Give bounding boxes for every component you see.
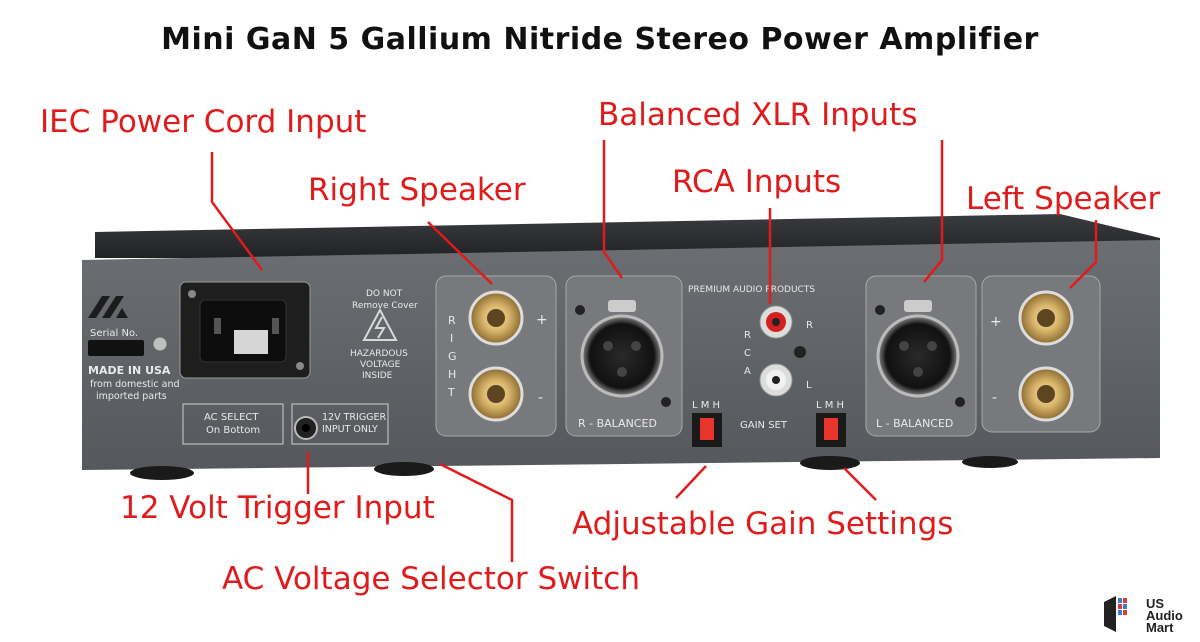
right-minus: - [538,390,543,406]
rca-letter: C [744,348,751,359]
on-bottom-label: On Bottom [206,425,260,436]
us-audio-mart-logo-icon [1104,596,1127,632]
rca-letter: R [744,330,751,341]
hazard-label-1: HAZARDOUS [350,349,408,359]
callout-right-speaker: Right Speaker [308,172,526,208]
chassis-foot [800,456,860,470]
right-letter: R [448,314,456,327]
right-letter: H [448,368,456,381]
rca-l-label: L [806,380,812,391]
right-plus: + [536,312,548,328]
hazard-warning-icon [362,307,398,341]
chassis-foot [962,456,1018,468]
hazard-label-3: INSIDE [362,371,393,381]
serial-plate [88,340,144,356]
premium-audio-label: PREMIUM AUDIO PRODUCTS [688,285,815,295]
right-letter: G [448,350,457,363]
rca-r-label: R [806,320,813,331]
leader-xlr-left [923,140,944,283]
leader-gain-left [843,467,877,501]
callout-rca-inputs: RCA Inputs [672,164,842,200]
leader-left-speaker [1069,220,1098,289]
hazard-label-2: VOLTAGE [360,360,401,370]
right-letter: T [447,386,455,399]
domestic-parts-label-2: imported parts [96,391,167,402]
ac-select-box [182,403,284,445]
lmh-label-left: L M H [816,400,844,411]
trigger-label-1: 12V TRIGGER [322,412,387,423]
l-balanced-label: L - BALANCED [876,417,953,430]
serial-label: Serial No. [90,328,138,339]
chassis-foot [130,466,194,480]
leader-ac-selector [439,462,514,562]
rca-letter: A [744,366,751,377]
chassis-foot [374,462,434,476]
do-not-label: DO NOT [366,289,403,299]
r-xlr-connector [580,314,664,398]
brand-logo [88,296,128,318]
page-title: Mini GaN 5 Gallium Nitride Stereo Power … [161,22,1039,57]
left-plus: + [990,314,1002,330]
domestic-parts-label-1: from domestic and [90,379,180,390]
made-in-usa-label: MADE IN USA [88,364,171,377]
right-letter: I [450,332,453,345]
lmh-label-right: L M H [692,400,720,411]
remove-cover-label: Remove Cover [352,301,418,311]
watermark-line1: US [1146,596,1165,611]
watermark-line2: Audio [1146,608,1183,623]
right-speaker-panel [435,275,557,437]
callout-trigger-input: 12 Volt Trigger Input [120,490,435,526]
watermark-text: US Audio Mart [1146,596,1183,635]
leader-xlr-right [602,140,624,279]
callout-gain-settings: Adjustable Gain Settings [572,506,954,542]
trigger-label-2: INPUT ONLY [322,424,378,435]
l-xlr-connector [876,314,960,398]
left-minus: - [992,390,997,406]
ac-select-label: AC SELECT [204,412,259,423]
watermark-line3: Mart [1146,620,1174,635]
leader-gain-right [675,465,707,499]
r-balanced-label: R - BALANCED [578,417,657,430]
callout-balanced-xlr: Balanced XLR Inputs [598,97,918,133]
leader-iec [210,152,264,271]
callout-left-speaker: Left Speaker [966,181,1161,217]
leader-right-speaker [427,221,493,285]
gain-set-label: GAIN SET [740,420,788,431]
callout-iec-power: IEC Power Cord Input [40,104,367,140]
ground-screw [152,336,168,352]
callout-ac-selector: AC Voltage Selector Switch [222,561,640,597]
